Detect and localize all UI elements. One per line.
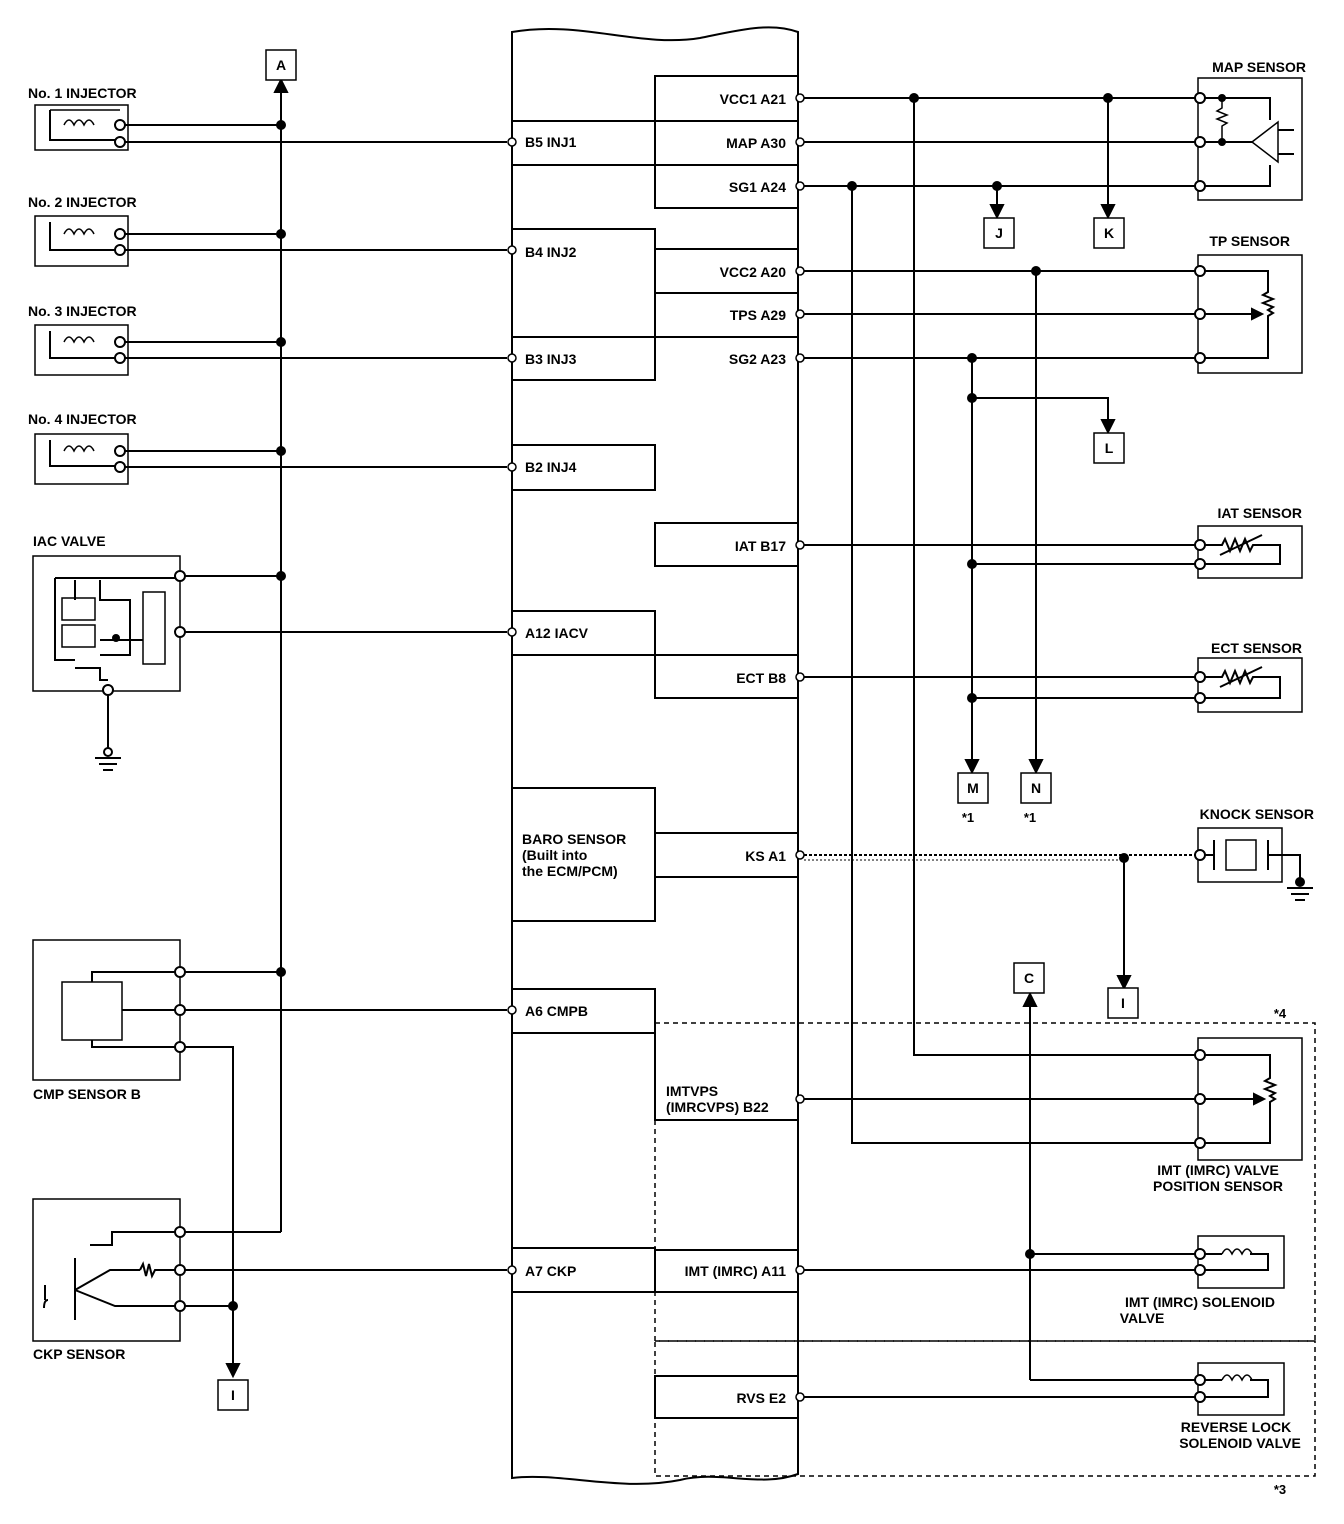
baro-line3: the ECM/PCM) bbox=[522, 863, 618, 879]
pin-imtvps-line1: IMTVPS bbox=[666, 1083, 718, 1099]
pin-sg1-a24: SG1 A24 bbox=[729, 179, 786, 195]
ckp-sensor bbox=[32, 1198, 507, 1379]
label-knock-sensor: KNOCK SENSOR bbox=[1200, 806, 1314, 822]
pin-a12-iacv: A12 IACV bbox=[525, 625, 589, 641]
label-rvs-line1: REVERSE LOCK bbox=[1181, 1419, 1291, 1435]
connector-k: K bbox=[1104, 225, 1114, 241]
imt-valve-position-sensor bbox=[1194, 1037, 1303, 1161]
ecm-left-terminals bbox=[507, 137, 517, 1275]
connector-a: A bbox=[276, 57, 286, 73]
baro-line1: BARO SENSOR bbox=[522, 831, 626, 847]
pin-vcc2-a20: VCC2 A20 bbox=[720, 264, 787, 280]
pin-ks-a1: KS A1 bbox=[745, 848, 786, 864]
imt-option-boxes bbox=[654, 1022, 1316, 1477]
pin-iat-b17: IAT B17 bbox=[735, 538, 786, 554]
connector-i-right: I bbox=[1121, 995, 1125, 1011]
pin-ect-b8: ECT B8 bbox=[736, 670, 786, 686]
pin-b2-inj4: B2 INJ4 bbox=[525, 459, 577, 475]
connector-c: C bbox=[1024, 970, 1034, 986]
pin-imt-a11: IMT (IMRC) A11 bbox=[685, 1263, 787, 1279]
pin-b5-inj1: B5 INJ1 bbox=[525, 134, 577, 150]
label-no3-injector: No. 3 INJECTOR bbox=[28, 303, 137, 319]
label-ect-sensor: ECT SENSOR bbox=[1211, 640, 1302, 656]
label-no4-injector: No. 4 INJECTOR bbox=[28, 411, 137, 427]
label-tp-sensor: TP SENSOR bbox=[1209, 233, 1290, 249]
pin-rvs-e2: RVS E2 bbox=[736, 1390, 786, 1406]
label-no1-injector: No. 1 INJECTOR bbox=[28, 85, 137, 101]
pin-a6-cmpb: A6 CMPB bbox=[525, 1003, 588, 1019]
connector-boxes bbox=[217, 49, 1139, 1411]
note-box4: *4 bbox=[1274, 1006, 1287, 1021]
label-map-sensor: MAP SENSOR bbox=[1212, 59, 1306, 75]
connector-j: J bbox=[995, 225, 1003, 241]
baro-line2: (Built into bbox=[522, 847, 587, 863]
ecm-pcm-body bbox=[511, 26, 799, 1485]
pin-tps-a29: TPS A29 bbox=[730, 307, 786, 323]
pin-map-a30: MAP A30 bbox=[726, 135, 786, 151]
injector-3 bbox=[34, 324, 507, 376]
pin-imtvps-line2: (IMRCVPS) B22 bbox=[666, 1099, 769, 1115]
label-imt-position-sensor-line2: POSITION SENSOR bbox=[1153, 1178, 1283, 1194]
label-iac-valve: IAC VALVE bbox=[33, 533, 106, 549]
note-box3: *3 bbox=[1274, 1482, 1286, 1497]
label-rvs-line2: SOLENOID VALVE bbox=[1179, 1435, 1301, 1451]
label-ckp-sensor: CKP SENSOR bbox=[33, 1346, 125, 1362]
pin-b4-inj2: B4 INJ2 bbox=[525, 244, 577, 260]
connector-l: L bbox=[1105, 440, 1114, 456]
map-sensor bbox=[1194, 77, 1303, 201]
connector-m: M bbox=[967, 780, 979, 796]
connector-i-left: I bbox=[231, 1387, 235, 1403]
iat-sensor bbox=[1194, 525, 1303, 579]
connector-n: N bbox=[1031, 780, 1041, 796]
label-no2-injector: No. 2 INJECTOR bbox=[28, 194, 137, 210]
right-wiring bbox=[804, 93, 1195, 1398]
label-imt-solenoid-line1: IMT (IMRC) SOLENOID bbox=[1125, 1294, 1275, 1310]
label-iat-sensor: IAT SENSOR bbox=[1217, 505, 1302, 521]
power-bus-a bbox=[273, 77, 289, 1232]
label-cmp-sensor-b: CMP SENSOR B bbox=[33, 1086, 141, 1102]
pin-sg2-a23: SG2 A23 bbox=[729, 351, 786, 367]
injector-1 bbox=[34, 104, 507, 151]
pin-b3-inj3: B3 INJ3 bbox=[525, 351, 577, 367]
labels: No. 1 INJECTOR No. 2 INJECTOR No. 3 INJE… bbox=[28, 57, 1314, 1497]
imt-solenoid-valve bbox=[1194, 1235, 1285, 1289]
injector-2 bbox=[34, 215, 507, 267]
cmp-sensor-b bbox=[32, 939, 507, 1376]
label-imt-position-sensor-line1: IMT (IMRC) VALVE bbox=[1157, 1162, 1279, 1178]
label-imt-solenoid-line2: VALVE bbox=[1120, 1310, 1165, 1326]
note-m: *1 bbox=[962, 810, 974, 825]
ect-sensor bbox=[1194, 657, 1303, 713]
pin-vcc1-a21: VCC1 A21 bbox=[720, 91, 787, 107]
injector-4 bbox=[34, 433, 507, 485]
note-n: *1 bbox=[1024, 810, 1036, 825]
pin-a7-ckp: A7 CKP bbox=[525, 1263, 576, 1279]
tp-sensor bbox=[1194, 254, 1303, 374]
iac-valve bbox=[32, 555, 507, 771]
reverse-lock-solenoid-valve bbox=[1194, 1362, 1285, 1416]
knock-sensor bbox=[1194, 827, 1313, 901]
